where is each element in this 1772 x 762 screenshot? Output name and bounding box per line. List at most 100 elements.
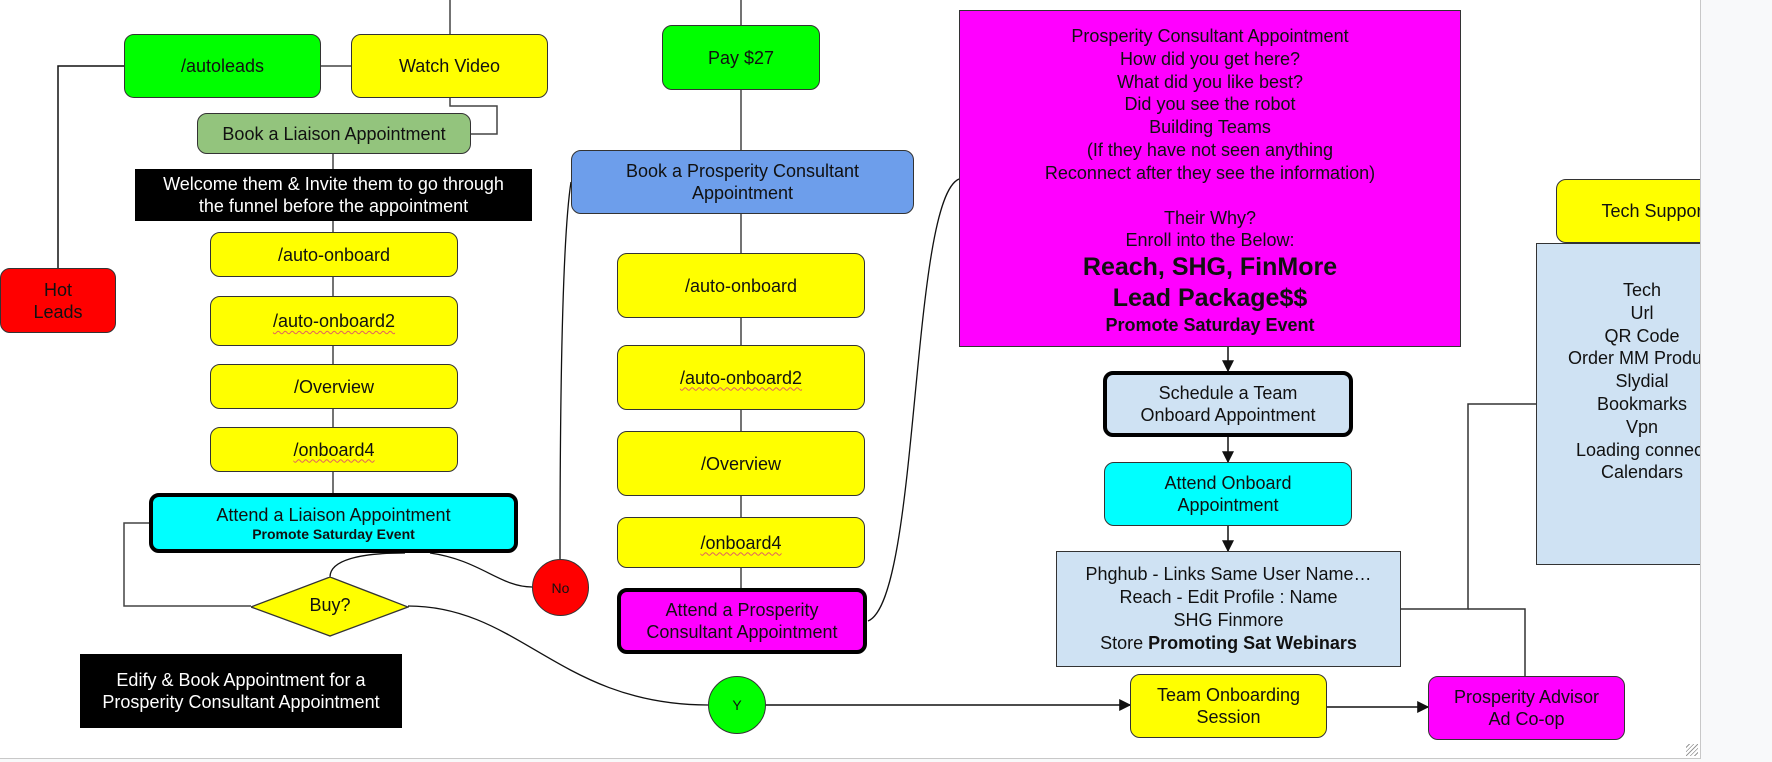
mid-page-auto-onboard2[interactable]: /auto-onboard2 bbox=[617, 345, 865, 410]
tech-support-label: Tech Support bbox=[1601, 201, 1701, 221]
tech-item: Bookmarks bbox=[1596, 393, 1688, 414]
tech-item: Url bbox=[1630, 302, 1654, 323]
team-onboarding-node[interactable]: Team Onboarding Session bbox=[1130, 674, 1327, 738]
left-page-overview[interactable]: /Overview bbox=[210, 364, 458, 409]
team-onboarding-line1: Team Onboarding bbox=[1156, 685, 1301, 705]
watch-video-label: Watch Video bbox=[398, 56, 501, 76]
tech-support-node[interactable]: Tech Support bbox=[1556, 179, 1701, 243]
attend-liaison-title: Attend a Liaison Appointment bbox=[216, 504, 451, 525]
prosperity-advisor-line2: Ad Co-op bbox=[1488, 709, 1565, 729]
setup-line4-bold: Promoting Sat Webinars bbox=[1148, 633, 1357, 653]
setup-line: SHG Finmore bbox=[1173, 610, 1284, 630]
attend-onboard-line2: Appointment bbox=[1177, 495, 1279, 515]
script-footer: Promote Saturday Event bbox=[1105, 315, 1315, 336]
buy-decision-node[interactable] bbox=[251, 577, 409, 637]
mid-page-overview[interactable]: /Overview bbox=[617, 431, 865, 496]
consultant-script-node[interactable]: Prosperity Consultant Appointment How di… bbox=[959, 10, 1461, 347]
mid-page-auto-onboard[interactable]: /auto-onboard bbox=[617, 253, 865, 318]
autoleads-node[interactable]: /autoleads bbox=[124, 34, 321, 98]
connector-liaison-buy bbox=[329, 552, 406, 578]
connector-liaison-no bbox=[429, 552, 533, 588]
tech-item: Loading connect bbox=[1575, 439, 1701, 460]
book-liaison-label: Book a Liaison Appointment bbox=[222, 123, 446, 144]
attend-liaison-subtitle: Promote Saturday Event bbox=[252, 525, 415, 542]
hot-leads-line2: Leads bbox=[33, 301, 83, 322]
script-bold-line: Reach, SHG, FinMore bbox=[1082, 253, 1338, 282]
script-line: Did you see the robot bbox=[1124, 94, 1296, 115]
buy-decision-label: Buy? bbox=[309, 595, 351, 615]
tech-item: Order MM Product bbox=[1567, 348, 1701, 369]
schedule-team-line1: Schedule a Team bbox=[1158, 383, 1298, 403]
welcome-note-line2: the funnel before the appointment bbox=[198, 196, 469, 216]
connector-no-book-prosperity bbox=[559, 181, 572, 560]
no-node[interactable]: No bbox=[532, 559, 589, 616]
schedule-team-line2: Onboard Appointment bbox=[1140, 405, 1316, 425]
script-line: How did you get here? bbox=[1119, 48, 1301, 69]
diagram-canvas[interactable]: /autoleads Watch Video Book a Liaison Ap… bbox=[0, 0, 1701, 759]
tech-item: QR Code bbox=[1604, 325, 1680, 346]
page-label: /Overview bbox=[700, 453, 781, 474]
tech-item: Tech bbox=[1622, 280, 1662, 300]
pay-node[interactable]: Pay $27 bbox=[662, 25, 820, 90]
watch-video-node[interactable]: Watch Video bbox=[351, 34, 548, 98]
tech-item: Vpn bbox=[1625, 416, 1659, 437]
edify-note[interactable]: Edify & Book Appointment for a Prosperit… bbox=[80, 654, 402, 728]
buy-diamond-shape bbox=[251, 577, 409, 637]
left-page-auto-onboard2[interactable]: /auto-onboard2 bbox=[210, 296, 458, 346]
script-line: What did you like best? bbox=[1116, 71, 1304, 92]
pay-label: Pay $27 bbox=[707, 47, 775, 68]
tech-items-node[interactable]: Tech Url QR Code Order MM Product Slydia… bbox=[1536, 243, 1701, 565]
yes-label: Y bbox=[732, 697, 742, 713]
connector-buy-yes bbox=[407, 605, 709, 706]
book-prosperity-node[interactable]: Book a Prosperity Consultant Appointment bbox=[571, 150, 914, 214]
welcome-note-line1: Welcome them & Invite them to go through bbox=[163, 174, 504, 194]
script-line: Reconnect after they see the information… bbox=[1044, 162, 1376, 183]
connector-setup-tech bbox=[1401, 403, 1536, 610]
attend-prosperity-line1: Attend a Prosperity bbox=[665, 600, 819, 620]
script-line: Prosperity Consultant Appointment bbox=[1071, 26, 1349, 46]
attend-prosperity-line2: Consultant Appointment bbox=[646, 622, 838, 642]
attend-onboard-line1: Attend Onboard bbox=[1164, 473, 1292, 493]
page-label: /auto-onboard2 bbox=[272, 311, 396, 331]
script-bold-line: Lead Package$$ bbox=[1112, 284, 1308, 313]
welcome-note[interactable]: Welcome them & Invite them to go through… bbox=[135, 169, 532, 221]
attend-prosperity-node[interactable]: Attend a Prosperity Consultant Appointme… bbox=[617, 588, 867, 654]
hot-leads-line1: Hot bbox=[43, 279, 72, 300]
tech-item: Calendars bbox=[1600, 462, 1684, 483]
attend-liaison-node[interactable]: Attend a Liaison Appointment Promote Sat… bbox=[149, 493, 518, 553]
tech-item: Slydial bbox=[1615, 371, 1669, 392]
book-prosperity-line2: Appointment bbox=[691, 183, 794, 203]
page-label: /auto-onboard bbox=[684, 275, 798, 296]
edify-note-line2: Prosperity Consultant Appointment bbox=[102, 692, 380, 712]
attend-onboard-node[interactable]: Attend Onboard Appointment bbox=[1104, 462, 1352, 526]
setup-line4-prefix: Store bbox=[1100, 633, 1149, 653]
script-line: Their Why? bbox=[1163, 207, 1257, 228]
script-line: Enroll into the Below: bbox=[1125, 230, 1295, 251]
left-page-onboard4[interactable]: /onboard4 bbox=[210, 427, 458, 472]
connector-buy-loop bbox=[123, 522, 251, 607]
page-label: /auto-onboard bbox=[277, 244, 391, 265]
connector-watch-liaison bbox=[449, 98, 498, 135]
connectors bbox=[57, 0, 1536, 713]
connector-attend-consultant bbox=[867, 178, 960, 622]
hot-leads-node[interactable]: Hot Leads bbox=[0, 268, 116, 333]
book-prosperity-line1: Book a Prosperity Consultant bbox=[625, 161, 860, 181]
prosperity-advisor-node[interactable]: Prosperity Advisor Ad Co-op bbox=[1428, 676, 1625, 740]
page-label: /onboard4 bbox=[293, 439, 375, 460]
schedule-team-node[interactable]: Schedule a Team Onboard Appointment bbox=[1103, 371, 1353, 437]
edify-note-line1: Edify & Book Appointment for a bbox=[116, 670, 366, 690]
left-page-auto-onboard[interactable]: /auto-onboard bbox=[210, 232, 458, 277]
page-label: /onboard4 bbox=[700, 532, 782, 553]
connector-setup-advisor bbox=[1468, 608, 1526, 676]
setup-list-node[interactable]: Phghub - Links Same User Name… Reach - E… bbox=[1056, 551, 1401, 667]
yes-node[interactable]: Y bbox=[708, 676, 766, 734]
resize-grip-icon[interactable] bbox=[1686, 744, 1698, 756]
no-label: No bbox=[551, 579, 570, 596]
team-onboarding-line2: Session bbox=[1196, 707, 1261, 727]
book-liaison-node[interactable]: Book a Liaison Appointment bbox=[197, 113, 471, 154]
mid-page-onboard4[interactable]: /onboard4 bbox=[617, 517, 865, 568]
setup-line: Phghub - Links Same User Name… bbox=[1085, 564, 1372, 584]
connector-autoleads-hotleads bbox=[57, 65, 124, 268]
script-line: Building Teams bbox=[1149, 117, 1271, 138]
script-line: (If they have not seen anything bbox=[1086, 139, 1334, 160]
